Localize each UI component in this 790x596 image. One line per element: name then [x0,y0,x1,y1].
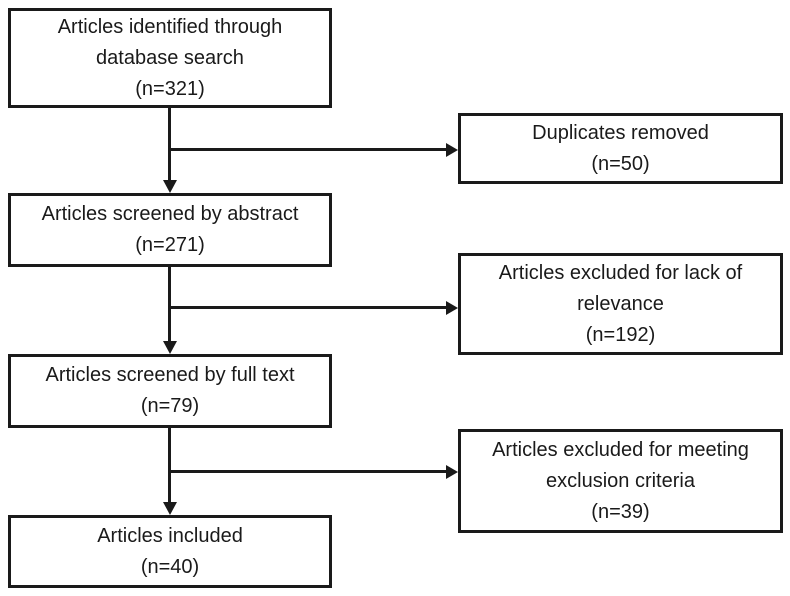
connector-to-duplicates-removed [170,148,447,151]
flow-box-duplicates-removed: Duplicates removed (n=50) [458,113,783,184]
flow-box-screened-by-abstract-text: Articles screened by abstract (n=271) [41,203,299,256]
arrow-right-icon [446,301,458,315]
flow-box-excluded-lack-of-relevance: Articles excluded for lack of relevance … [458,253,783,355]
flow-box-screened-by-full-text-text: Articles screened by full text (n=79) [45,364,295,417]
flow-box-screened-by-abstract: Articles screened by abstract (n=271) [8,193,332,267]
flow-box-articles-identified-text: Articles identified through database sea… [57,15,283,100]
flow-box-articles-included-text: Articles included (n=40) [97,524,243,578]
flow-box-excluded-meeting-criteria-text: Articles excluded for meeting exclusion … [492,438,749,523]
connector-to-excluded-criteria [170,470,447,473]
flow-box-articles-included: Articles included (n=40) [8,515,332,588]
flow-box-screened-by-full-text: Articles screened by full text (n=79) [8,354,332,428]
arrow-right-icon [446,143,458,157]
arrow-right-icon [446,465,458,479]
arrow-down-icon [163,180,177,193]
arrow-down-icon [163,341,177,354]
flow-box-excluded-lack-of-relevance-text: Articles excluded for lack of relevance … [498,261,743,346]
connector-to-excluded-relevance [170,306,447,309]
flow-box-articles-identified: Articles identified through database sea… [8,8,332,108]
connector-fulltext-to-included [168,428,171,502]
arrow-down-icon [163,502,177,515]
connector-abstract-to-fulltext [168,267,171,341]
connector-identified-to-abstract [168,108,171,180]
flow-box-excluded-meeting-criteria: Articles excluded for meeting exclusion … [458,429,783,533]
flow-box-duplicates-removed-text: Duplicates removed (n=50) [532,121,709,175]
